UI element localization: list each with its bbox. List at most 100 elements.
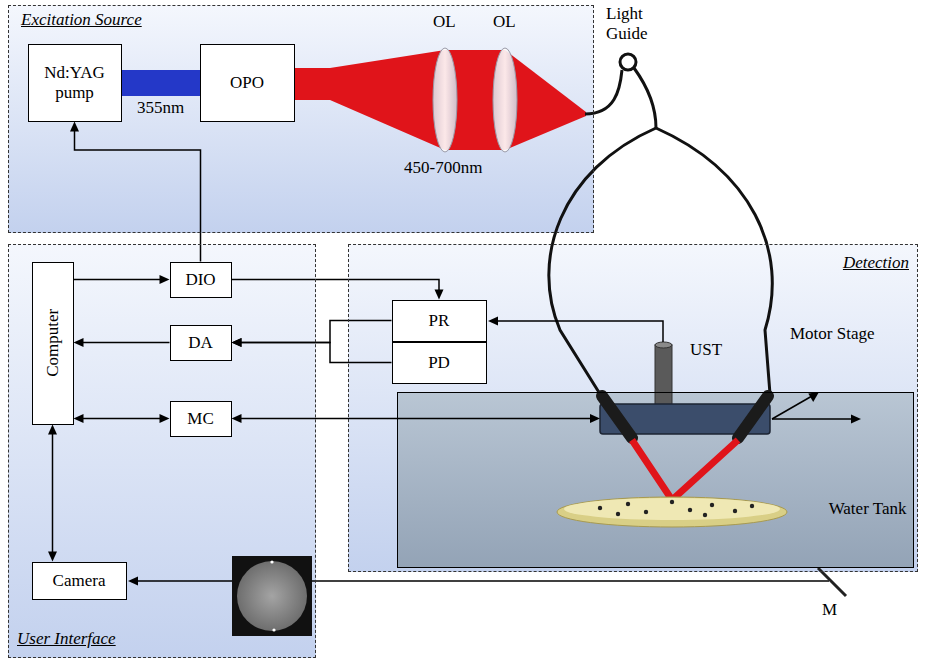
motion-arrow [772, 418, 852, 420]
fiber [656, 128, 772, 394]
dish [557, 497, 787, 527]
arrow-head [48, 425, 57, 435]
uv-beam [122, 70, 200, 96]
connector-line [82, 418, 162, 420]
mirror [818, 568, 846, 596]
connector-line [74, 279, 162, 281]
motion-arrow [772, 396, 812, 419]
panel-ground [348, 244, 918, 572]
fiber-loop [620, 54, 636, 70]
sample-dots [598, 500, 754, 517]
annotation-label: OL [493, 12, 516, 32]
annotation-label: 450-700nm [404, 158, 482, 178]
connector [48, 425, 57, 562]
process-box: Computer [32, 262, 74, 425]
process-box: DA [170, 325, 232, 361]
panel-grounds [8, 5, 918, 658]
connector [70, 122, 201, 262]
fiber [585, 70, 622, 114]
box-label: DIO [185, 270, 215, 290]
camera-path [128, 556, 846, 636]
signal-wire [496, 321, 663, 342]
box-label: Camera [53, 571, 106, 591]
laser-beams [122, 48, 586, 152]
connector-line [240, 418, 593, 420]
annotation-label: Light Guide [606, 4, 664, 43]
red-beam [295, 50, 445, 150]
fiber-probe [738, 396, 768, 438]
arrow-head [851, 415, 861, 424]
sample-dish [557, 497, 787, 527]
fiber [634, 68, 656, 128]
box-label: PR [429, 311, 450, 331]
fiber-probe [602, 396, 632, 438]
fiber [549, 128, 656, 394]
process-box: MC [170, 401, 232, 437]
arrow-head [74, 414, 84, 423]
arrow-head [48, 552, 57, 562]
panel-title: User Interface [17, 629, 116, 649]
arrow-head [590, 414, 600, 423]
box-label: DA [188, 333, 213, 353]
process-box: DIO [170, 262, 232, 298]
camera-image-dot [272, 628, 275, 631]
water-tank: Water Tank [397, 392, 914, 568]
objective-lens [433, 48, 457, 152]
panel-title: Detection [843, 253, 909, 273]
panel-group: User Interface Computer DIO DA MC Camera [8, 244, 316, 658]
connector-line [75, 130, 201, 262]
annotation-label: UST [690, 340, 722, 360]
camera-image [232, 556, 312, 636]
panel-group: Excitation SourceNd:YAG pump OPO [8, 5, 594, 233]
arrow-head [232, 338, 242, 347]
panel-ground [8, 244, 316, 658]
arrow-head [232, 414, 242, 423]
connector [232, 414, 601, 423]
motor-stage-arrows [772, 392, 861, 424]
box-label: Computer [43, 309, 63, 377]
arrow-head [160, 414, 170, 423]
process-box: Camera [32, 562, 127, 600]
light-guide-fiber [549, 54, 772, 394]
illumination [632, 440, 738, 500]
annotation-label: M [822, 600, 837, 620]
arrow-head [232, 338, 242, 347]
process-box: Nd:YAG pump [28, 44, 122, 122]
process-box: PR [392, 300, 487, 342]
connector [232, 338, 392, 363]
box-label: OPO [230, 73, 264, 93]
connector [232, 280, 444, 300]
arrow-head [808, 392, 819, 402]
box-label: PD [428, 353, 450, 373]
camera-image-field [237, 561, 307, 631]
panel-group: DetectionPR PD Water Tank [348, 244, 918, 572]
process-box: OPO [200, 44, 295, 122]
connector-line [52, 433, 54, 554]
arrow-head [128, 577, 138, 586]
camera-image-dot [270, 560, 273, 563]
annotation-label: Motor Stage [790, 324, 875, 344]
objective-lens [493, 48, 517, 152]
box-label: MC [187, 409, 213, 429]
arrow-head [435, 290, 444, 300]
annotation-label: 355nm [137, 98, 184, 118]
dish-top [564, 498, 780, 520]
box-label: Nd:YAG pump [37, 63, 113, 102]
tank-label: Water Tank [829, 499, 907, 519]
connector-line [82, 342, 170, 344]
connector [74, 414, 170, 423]
process-box: PD [392, 342, 487, 384]
arrow-head [74, 338, 84, 347]
arrow-head [160, 275, 170, 284]
arrow-head [70, 122, 79, 132]
connector [74, 338, 170, 347]
connector-line [232, 280, 440, 292]
connector [74, 275, 170, 284]
panel-title: Excitation Source [21, 10, 142, 30]
arrow-head [488, 317, 498, 326]
ust-top [655, 342, 672, 348]
annotation-label: OL [433, 12, 456, 32]
panel-ground [8, 5, 594, 233]
ust-cylinder [655, 345, 672, 405]
